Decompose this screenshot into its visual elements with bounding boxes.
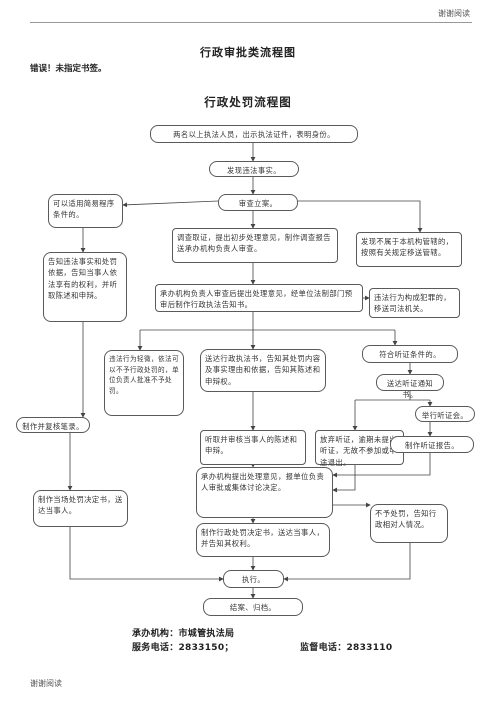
box-hear-defense: 听取并审核当事人的陈述和申辩。 [200,430,306,465]
error-message: 错误！未指定书签。 [30,64,107,74]
box-deliver-notice: 送达行政执法书，告知其处罚内容及事实理由和依据，告知其陈述和申辩权。 [200,349,326,392]
box-hold-hearing: 举行听证会。 [415,406,475,422]
box-summary-procedure: 可以适用简易程序条件的。 [48,194,123,228]
footer-bottom-left: 谢谢阅读 [30,679,62,688]
box-hearing-eligible: 符合听证条件的。 [362,345,458,363]
page-title: 行政审批类流程图 [200,46,296,59]
box-waive-hearing: 放弃听证，逾期未提出听证，无故不参加或中途退出。 [315,430,404,467]
box-onsite-penalty: 制作当场处罚决定书，送达当事人。 [33,490,128,527]
footer-service-phone: 服务电话：2833150； [132,643,234,653]
header-right-text: 谢谢阅读 [438,9,470,18]
footer-supervise-phone: 监督电话：2833110 [300,643,393,653]
footer-org: 承办机构：市城管执法局 [132,629,235,639]
box-execute: 执行。 [223,570,284,588]
box-investigate: 调查取证，提出初步处理意见，制作调查报告送承办机构负责人审查。 [172,228,338,263]
box-review-case: 审查立案。 [218,194,298,211]
box-no-punish-notify: 不予处罚，告知行政相对人情况。 [370,504,448,543]
box-head-review: 承办机构负责人审查后提出处理意见，经单位法制部门预审后制作行政执法告知书。 [155,284,363,312]
header-divider [30,22,472,23]
box-discover-violation: 发现违法事实。 [209,161,299,177]
box-show-credentials: 两名以上执法人员，出示执法证件，表明身份。 [150,125,358,143]
box-no-penalty: 违法行为轻微，依法可以不予行政处罚的，单位负责人批准不予处罚。 [104,350,184,416]
box-hearing-report: 制作听证报告。 [390,436,474,453]
box-hearing-notice: 送达听证通知书。 [376,374,444,399]
box-notify-facts: 告知违法事实和处罚依据，告知当事人依法享有的权利，并听取陈述和申辩。 [43,252,127,322]
box-propose-decision: 承办机构提出处理意见，报单位负责人审批或集体讨论决定。 [196,467,333,518]
box-penalty-decision: 制作行政处罚决定书，送达当事人，并告知其权利。 [196,523,330,557]
box-close-archive: 结案、归档。 [203,598,303,616]
flowchart-title: 行政处罚流程图 [204,95,292,109]
box-make-record: 制作并复核笔录。 [16,417,90,433]
box-transfer-judicial: 违法行为构成犯罪的，移送司法机关。 [369,288,460,318]
box-transfer-jurisdiction: 发现不属于本机构管辖的，按照有关规定移送管辖。 [356,232,462,267]
